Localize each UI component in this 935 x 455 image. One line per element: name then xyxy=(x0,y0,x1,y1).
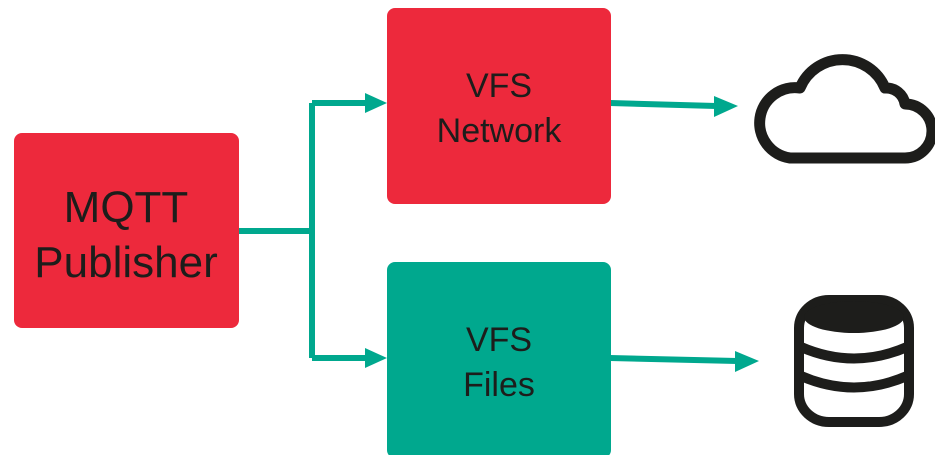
vfs-files-label-line2: Files xyxy=(463,366,535,404)
vfs-network-label-line1: VFS xyxy=(466,67,532,105)
vfs-network-box xyxy=(387,8,611,204)
network-to-cloud-line xyxy=(609,100,717,109)
database-band-2 xyxy=(799,371,909,393)
arrowhead-network xyxy=(365,93,387,113)
arrowhead-files xyxy=(365,348,387,368)
database-band-1 xyxy=(799,342,909,364)
cloud-outline xyxy=(754,54,935,164)
mqtt-publisher-node: MQTT Publisher xyxy=(14,133,239,328)
database-icon xyxy=(794,295,914,427)
connectors xyxy=(238,100,738,364)
mqtt-publisher-label-line2: Publisher xyxy=(34,238,217,287)
arrowheads xyxy=(365,93,759,372)
vfs-files-node: VFS Files xyxy=(387,262,611,455)
vfs-network-label-line2: Network xyxy=(437,112,563,150)
arrowhead-database xyxy=(735,351,759,372)
vfs-files-box xyxy=(387,262,611,455)
database-top-disk xyxy=(804,301,904,333)
mqtt-publisher-label-line1: MQTT xyxy=(64,183,189,232)
mqtt-publisher-box xyxy=(14,133,239,328)
arrowhead-cloud xyxy=(714,96,738,117)
files-to-database-line xyxy=(609,355,738,364)
cloud-icon xyxy=(754,54,935,164)
vfs-network-node: VFS Network xyxy=(387,8,611,204)
vfs-files-label-line1: VFS xyxy=(466,321,532,359)
